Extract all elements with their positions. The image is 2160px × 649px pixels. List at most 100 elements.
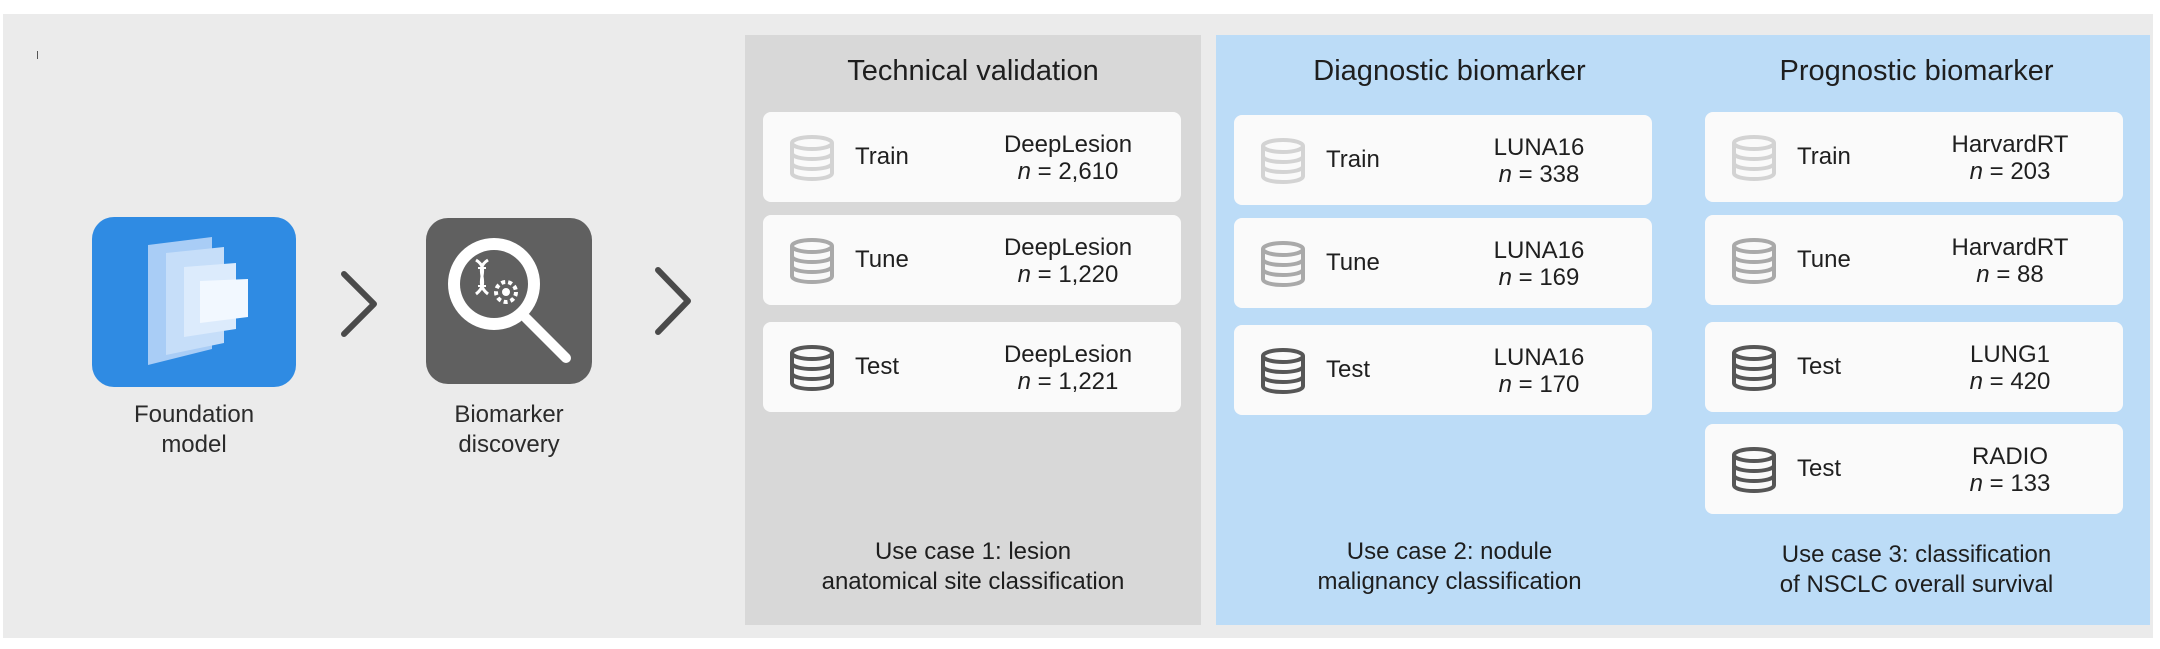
sample-size: n = 203: [1905, 158, 2115, 185]
n-value: = 1,221: [1030, 368, 1119, 395]
n-symbol: n: [1498, 264, 1512, 291]
dataset-card-tv-train: Train DeepLesion n = 2,610: [763, 112, 1181, 202]
dataset-name: LUNA16: [1493, 344, 1585, 371]
dataset-info: DeepLesion n = 2,610: [963, 131, 1173, 185]
split-label: Train: [855, 143, 909, 170]
column-title-technical-validation: Technical validation: [847, 55, 1099, 87]
sample-size: n = 133: [1905, 470, 2115, 497]
dataset-card-tv-tune: Tune DeepLesion n = 1,220: [763, 215, 1181, 305]
database-icon: [1732, 238, 1776, 284]
n-value: = 2,610: [1030, 158, 1119, 185]
dataset-info: LUNA16 n = 169: [1434, 237, 1644, 291]
usecase-3: Use case 3: classification of NSCLC over…: [1683, 540, 2150, 600]
dataset-info: HarvardRT n = 203: [1905, 131, 2115, 185]
split-label: Test: [1797, 455, 1842, 482]
n-symbol: n: [1017, 261, 1031, 288]
dataset-name: LUNA16: [1493, 237, 1585, 264]
dataset-name: DeepLesion: [1003, 341, 1133, 368]
usecase-2: Use case 2: nodule malignancy classifica…: [1216, 537, 1683, 597]
usecase-line2: anatomical site classification: [821, 568, 1125, 595]
dataset-name: DeepLesion: [1003, 234, 1133, 261]
chevron-right-icon: [655, 267, 691, 335]
dataset-card-diag-test: Test LUNA16 n = 170: [1234, 325, 1652, 415]
n-symbol: n: [1969, 368, 1983, 395]
sample-size: n = 88: [1905, 261, 2115, 288]
dataset-info: DeepLesion n = 1,220: [963, 234, 1173, 288]
database-icon: [1261, 348, 1305, 394]
database-icon: [1261, 241, 1305, 287]
usecase-line1: Use case 1: lesion: [874, 538, 1072, 565]
magnifier-dna-gear-icon: [448, 238, 571, 363]
database-icon: [1732, 345, 1776, 391]
usecase-line1: Use case 3: classification: [1781, 541, 2052, 568]
sample-size: n = 1,220: [963, 261, 1173, 288]
dataset-info: LUNA16 n = 170: [1434, 344, 1644, 398]
dataset-name: LUNG1: [1969, 341, 2051, 368]
database-icon: [1732, 447, 1776, 493]
dataset-card-diag-tune: Tune LUNA16 n = 169: [1234, 218, 1652, 308]
foundation-model-icon: [92, 217, 296, 387]
chevron-right-icon: [341, 271, 377, 337]
dataset-info: RADIO n = 133: [1905, 443, 2115, 497]
dataset-name: LUNA16: [1493, 134, 1585, 161]
split-label: Train: [1797, 143, 1851, 170]
split-label: Train: [1326, 146, 1380, 173]
usecase-1: Use case 1: lesion anatomical site class…: [745, 537, 1201, 597]
dataset-card-prog-test-radio: Test RADIO n = 133: [1705, 424, 2123, 514]
split-label: Test: [1797, 353, 1842, 380]
n-value: = 338: [1511, 161, 1580, 188]
foundation-model-label-line1: Foundation: [133, 401, 255, 428]
dataset-info: LUNG1 n = 420: [1905, 341, 2115, 395]
split-label: Test: [1326, 356, 1371, 383]
n-symbol: n: [1498, 161, 1512, 188]
column-title-prognostic-biomarker: Prognostic biomarker: [1779, 55, 2054, 87]
n-value: = 169: [1511, 264, 1580, 291]
n-value: = 1,220: [1030, 261, 1119, 288]
dataset-card-prog-train: Train HarvardRT n = 203: [1705, 112, 2123, 202]
n-symbol: n: [1969, 470, 1983, 497]
sample-size: n = 169: [1434, 264, 1644, 291]
biomarker-discovery-label: Biomarker discovery: [426, 400, 592, 460]
sample-size: n = 420: [1905, 368, 2115, 395]
biomarker-discovery-label-line1: Biomarker: [454, 401, 564, 428]
database-icon: [1732, 135, 1776, 181]
n-symbol: n: [1976, 261, 1990, 288]
corner-tick: [37, 51, 38, 59]
database-icon: [790, 238, 834, 284]
split-label: Test: [855, 353, 900, 380]
column-title-diagnostic-biomarker: Diagnostic biomarker: [1313, 55, 1586, 87]
layered-slices-icon: [148, 237, 248, 365]
n-symbol: n: [1969, 158, 1983, 185]
n-value: = 203: [1982, 158, 2051, 185]
dataset-card-diag-train: Train LUNA16 n = 338: [1234, 115, 1652, 205]
sample-size: n = 2,610: [963, 158, 1173, 185]
n-value: = 88: [1989, 261, 2044, 288]
n-value: = 170: [1511, 371, 1580, 398]
n-symbol: n: [1498, 371, 1512, 398]
database-icon: [1261, 138, 1305, 184]
dataset-name: RADIO: [1971, 443, 2048, 470]
n-value: = 133: [1982, 470, 2051, 497]
n-symbol: n: [1017, 158, 1031, 185]
biomarker-discovery-label-line2: discovery: [458, 431, 560, 458]
usecase-line2: of NSCLC overall survival: [1779, 571, 2054, 598]
sample-size: n = 1,221: [963, 368, 1173, 395]
dataset-name: HarvardRT: [1951, 234, 2069, 261]
dataset-name: DeepLesion: [1003, 131, 1133, 158]
dataset-card-tv-test: Test DeepLesion n = 1,221: [763, 322, 1181, 412]
database-icon: [790, 345, 834, 391]
dataset-info: HarvardRT n = 88: [1905, 234, 2115, 288]
foundation-model-label: Foundation model: [92, 400, 296, 460]
usecase-line1: Use case 2: nodule: [1346, 538, 1553, 565]
dataset-card-prog-tune: Tune HarvardRT n = 88: [1705, 215, 2123, 305]
dataset-info: LUNA16 n = 338: [1434, 134, 1644, 188]
sample-size: n = 170: [1434, 371, 1644, 398]
split-label: Tune: [855, 246, 909, 273]
split-label: Tune: [1326, 249, 1380, 276]
n-value: = 420: [1982, 368, 2051, 395]
biomarker-discovery-icon: [426, 218, 592, 384]
dataset-card-prog-test-lung1: Test LUNG1 n = 420: [1705, 322, 2123, 412]
dataset-info: DeepLesion n = 1,221: [963, 341, 1173, 395]
n-symbol: n: [1017, 368, 1031, 395]
sample-size: n = 338: [1434, 161, 1644, 188]
